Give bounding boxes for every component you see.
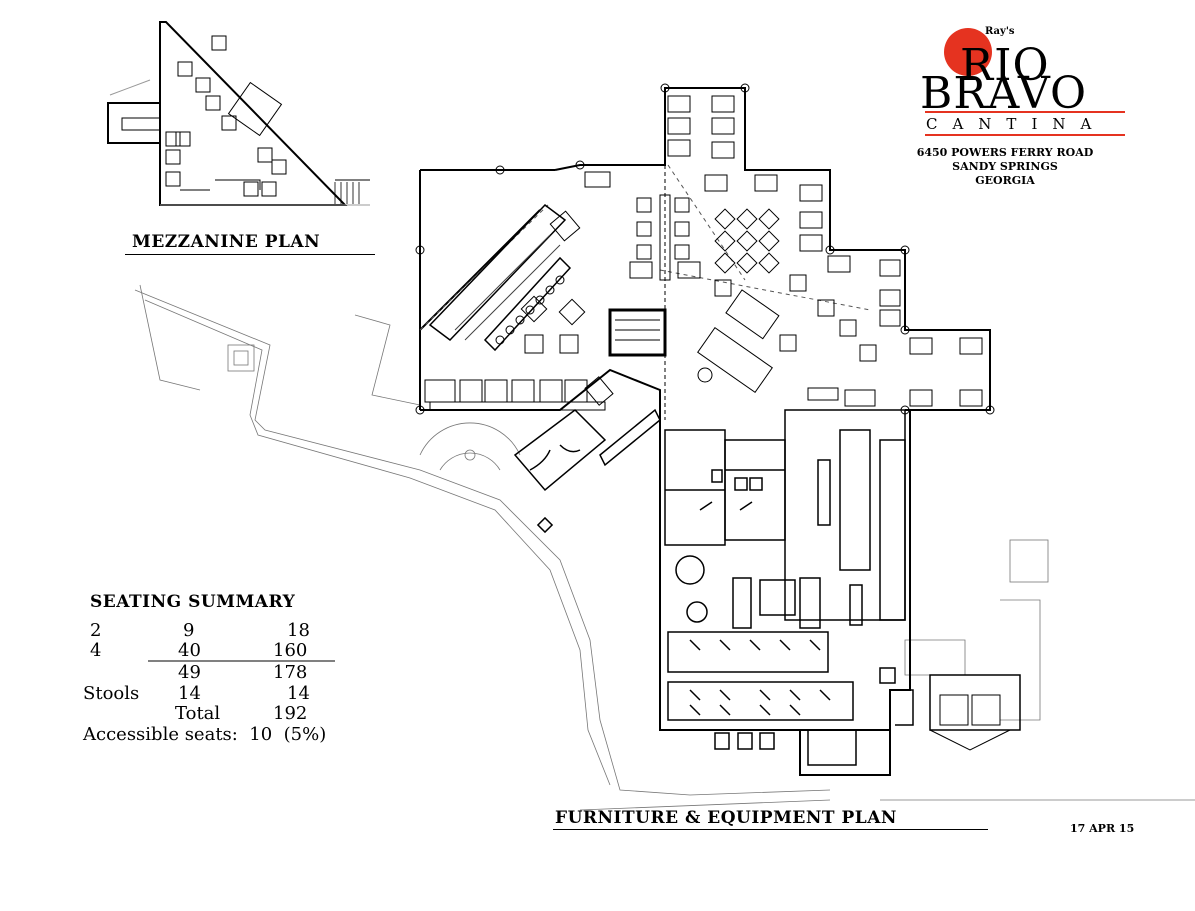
seating-row-2-seats: 18	[287, 620, 310, 641]
seating-row-2-tables: 9	[183, 620, 195, 641]
seating-stools-label: Stools	[83, 683, 140, 704]
seating-row-2-label: 2	[90, 620, 102, 641]
mezzanine-title-underline	[125, 254, 375, 255]
plan-title-underline	[553, 829, 988, 830]
seating-row-4-tables: 40	[178, 640, 201, 661]
logo-line2: BRAVO	[920, 68, 1088, 119]
seating-row-4-label: 4	[90, 640, 102, 661]
north-booths	[667, 95, 983, 407]
address: 6450 POWERS FERRY ROAD SANDY SPRINGS GEO…	[905, 146, 1105, 188]
loading-area	[929, 674, 1021, 751]
address-line-3: GEORGIA	[975, 174, 1035, 187]
address-line-2: SANDY SPRINGS	[952, 160, 1058, 173]
bar-counter	[428, 171, 667, 357]
seating-total-label: Total	[175, 703, 221, 724]
mezzanine-outline	[107, 21, 370, 206]
seating-title: SEATING SUMMARY	[90, 592, 296, 612]
logo-circle	[944, 28, 992, 76]
kitchen	[667, 409, 914, 766]
seating-accessible: Accessible seats: 10 (5%)	[83, 724, 327, 745]
seating-stools-seats: 14	[287, 683, 310, 704]
bar-stools	[495, 275, 565, 345]
front-booths	[424, 376, 614, 411]
mezzanine-title: MEZZANINE PLAN	[132, 232, 321, 252]
seating-row-4-seats: 160	[273, 640, 308, 661]
logo-line3: CANTINA	[926, 115, 1107, 133]
seating-subtotal-seats: 178	[273, 662, 308, 683]
mezzanine-tables	[165, 35, 287, 197]
service-station	[697, 326, 876, 407]
seating-total-seats: 192	[273, 703, 308, 724]
dining-tables	[520, 194, 877, 362]
site-outline	[134, 284, 1195, 811]
restrooms	[664, 429, 786, 623]
dining-dashed-guides	[419, 164, 871, 331]
seating-subtotal-tables: 49	[178, 662, 201, 683]
seating-stools-count: 14	[178, 683, 201, 704]
date: 17 APR 15	[1070, 822, 1135, 835]
logo-line1: RIO	[960, 40, 1050, 91]
logo-small-text: Ray's	[985, 26, 1015, 37]
entry-vestibule	[513, 408, 661, 534]
address-line-1: 6450 POWERS FERRY ROAD	[916, 146, 1094, 159]
plan-title: FURNITURE & EQUIPMENT PLAN	[555, 808, 897, 828]
